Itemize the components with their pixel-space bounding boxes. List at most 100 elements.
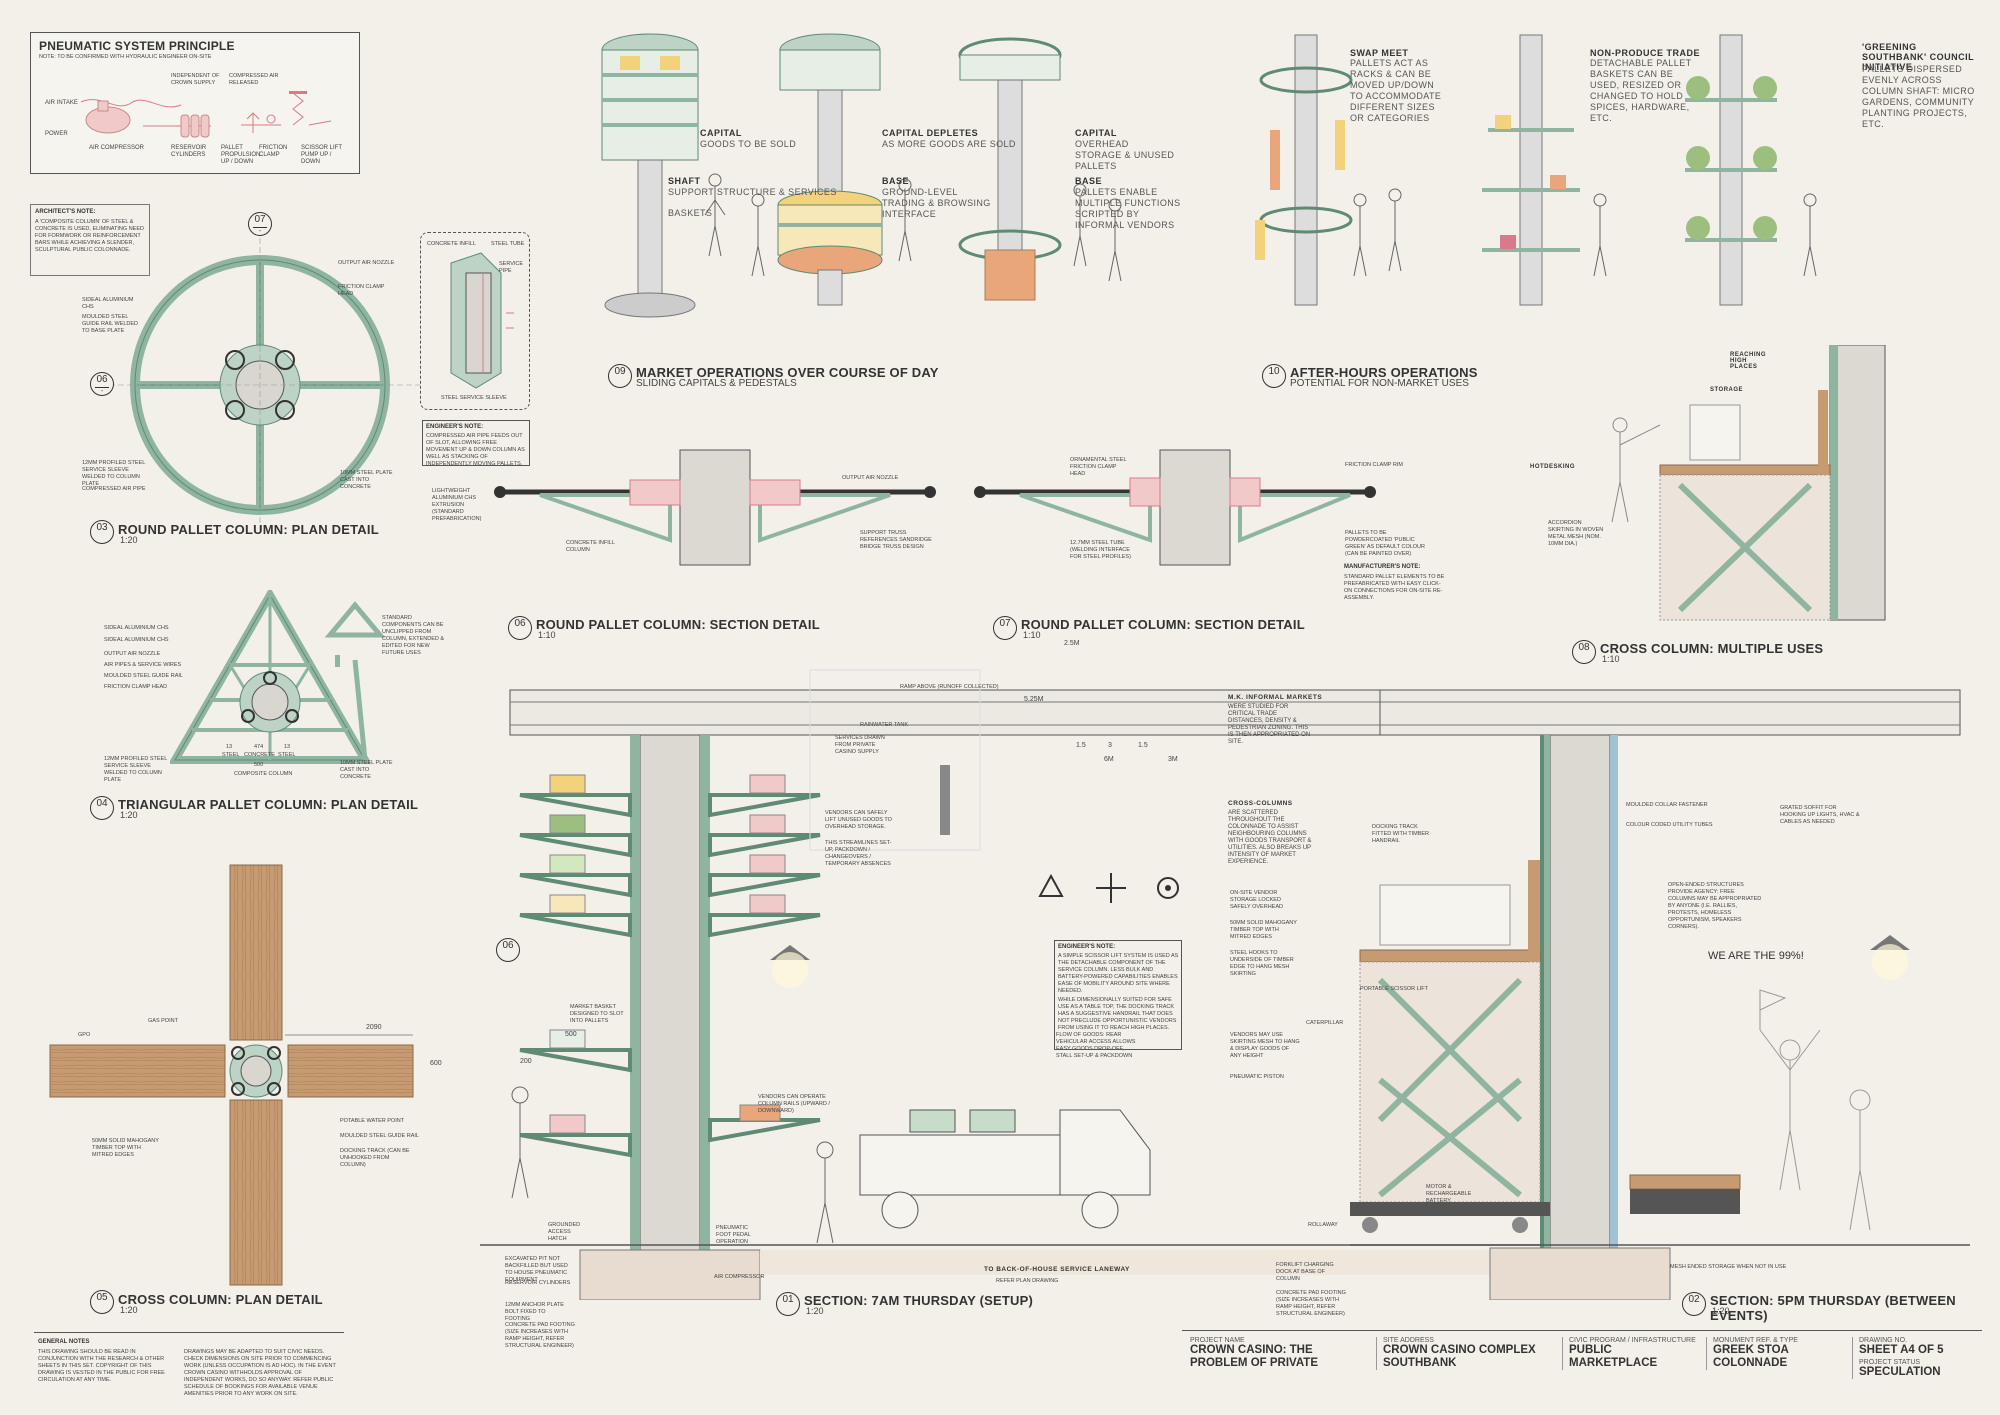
s01-dim-1: 200 bbox=[520, 1058, 532, 1065]
sec07-num: 07 bbox=[993, 616, 1017, 640]
plan04-label-2: OUTPUT AIR NOZZLE bbox=[104, 651, 161, 657]
pneumatic-title: PNEUMATIC SYSTEM PRINCIPLE bbox=[39, 39, 235, 53]
mk-dim-0: 2.5M bbox=[1064, 640, 1080, 647]
tb-cell-2: CIVIC PROGRAM / INFRASTRUCTURE PUBLIC MA… bbox=[1562, 1337, 1709, 1370]
pneumatic-diagram bbox=[80, 91, 332, 138]
plan03-label-6: 10MM STEEL PLATE CAST INTO CONCRETE bbox=[340, 470, 393, 490]
cross-plan-drawing bbox=[49, 864, 414, 1286]
s02-num: 02 bbox=[1682, 1292, 1706, 1316]
pallet-prop-label: PALLET PROPULSION UP / DOWN bbox=[221, 145, 261, 165]
after-hours-illustration bbox=[1255, 34, 1817, 306]
s01-title: SECTION: 7AM THURSDAY (SETUP) bbox=[804, 1293, 1033, 1308]
mk-body: WERE STUDIED FOR CRITICAL TRADE DISTANCE… bbox=[1228, 704, 1311, 745]
s02-label-9: VENDORS MAY USE SKIRTING MESH TO HANG & … bbox=[1230, 1032, 1300, 1059]
m09-basedesc-2: PALLETS ENABLE MULTIPLE FUNCTIONS SCRIPT… bbox=[1075, 187, 1181, 230]
mid-right-label-1: FRICTION CLAMP RIM bbox=[1345, 462, 1403, 468]
air-intake-label: AIR INTAKE bbox=[45, 100, 78, 106]
m09-basedesc-0: SUPPORT STRUCTURE & SERVICES bbox=[668, 187, 837, 197]
m08-label-0: REACHING HIGH PLACES bbox=[1730, 352, 1767, 370]
m09-base-2: BASE bbox=[1075, 176, 1103, 186]
mk-head: M.K. INFORMAL MARKETS bbox=[1228, 694, 1323, 701]
s02-label-7: PORTABLE SCISSOR LIFT bbox=[1360, 986, 1428, 992]
general-notes-head: GENERAL NOTES bbox=[38, 1339, 90, 1345]
mk-cross-body: ARE SCATTERED THROUGHOUT THE COLONNADE T… bbox=[1228, 810, 1312, 865]
a10-sub: POTENTIAL FOR NON-MARKET USES bbox=[1290, 378, 1469, 389]
s02-label-6: STEEL HOOKS TO UNDERSIDE OF TIMBER EDGE … bbox=[1230, 950, 1294, 977]
independent-label: INDEPENDENT OF CROWN SUPPLY bbox=[171, 73, 220, 86]
plan04-dim-0: 13 bbox=[226, 744, 233, 750]
plan05-label-0: GPO bbox=[78, 1032, 91, 1038]
plan03-label-3: MOULDED STEEL GUIDE RAIL WELDED TO BASE … bbox=[82, 314, 139, 334]
s01-label-3: VENDORS CAN SAFELY LIFT UNUSED GOODS TO … bbox=[825, 810, 892, 830]
plan04-scale: 1:20 bbox=[120, 810, 138, 820]
s01-label-10: EXCAVATED PIT NOT BACKFILLED BUT USED TO… bbox=[505, 1256, 568, 1283]
plan04-label-6: 12MM PROFILED STEEL SERVICE SLEEVE WELDE… bbox=[104, 756, 168, 783]
mk-dim-5: 6M bbox=[1104, 756, 1114, 763]
m08-label-3: ACCORDION SKIRTING IN WOVEN METAL MESH (… bbox=[1548, 520, 1604, 547]
title-block: PROJECT NAME CROWN CASINO: THE PROBLEM O… bbox=[1182, 1330, 1982, 1406]
s02-label-5: 50MM SOLID MAHOGANY TIMBER TOP WITH MITR… bbox=[1230, 920, 1297, 940]
mid-left-label-0: LIGHTWEIGHT ALUMINIUM CHS EXTRUSION (STA… bbox=[432, 488, 482, 522]
plan04-num: 04 bbox=[90, 796, 114, 820]
scissor-label: SCISSOR LIFT PUMP UP / DOWN bbox=[301, 145, 342, 165]
mid-right-label-0: ORNAMENTAL STEEL FRICTION CLAMP HEAD bbox=[1070, 457, 1127, 477]
s01-label-15: TO BACK-OF-HOUSE SERVICE LANEWAY bbox=[984, 1266, 1130, 1273]
m09-base-0: SHAFT bbox=[668, 176, 701, 186]
m09-extra-0: BASKETS bbox=[668, 208, 713, 218]
m09-cap-0: CAPITAL bbox=[700, 128, 742, 138]
tb-cell-0: PROJECT NAME CROWN CASINO: THE PROBLEM O… bbox=[1190, 1337, 1370, 1370]
plan04-dimlabel-1: CONCRETE bbox=[244, 752, 275, 758]
general-notes-col1: THIS DRAWING SHOULD BE READ IN CONJUNCTI… bbox=[38, 1349, 165, 1383]
m09-basedesc-1: GROUND-LEVEL TRADING & BROWSING INTERFAC… bbox=[882, 187, 991, 219]
plan05-label-5: 50MM SOLID MAHOGANY TIMBER TOP WITH MITR… bbox=[92, 1138, 159, 1158]
s02-label-14: CONCRETE PAD FOOTING (SIZE INCREASES WIT… bbox=[1276, 1290, 1346, 1317]
s02-label-13: FORKLIFT CHARGING DOCK AT BASE OF COLUMN bbox=[1276, 1262, 1334, 1282]
plan04-label-3: AIR PIPES & SERVICE WIRES bbox=[104, 662, 182, 668]
released-label: COMPRESSED AIR RELEASED bbox=[229, 73, 279, 86]
a10-title-1: NON-PRODUCE TRADE bbox=[1590, 48, 1701, 58]
plan03-label-5: COMPRESSED AIR PIPE bbox=[82, 486, 146, 492]
s02-label-10: PNEUMATIC PISTON bbox=[1230, 1074, 1284, 1080]
s01-label-16: REFER PLAN DRAWING bbox=[996, 1278, 1059, 1284]
engineer-note2-body1: A SIMPLE SCISSOR LIFT SYSTEM IS USED AS … bbox=[1058, 953, 1179, 994]
mid-left-label-3: SUPPORT TRUSS REFERENCES SANDRIDGE BRIDG… bbox=[860, 530, 932, 550]
architect-note-box: ARCHITECT'S NOTE: A 'COMPOSITE COLUMN' O… bbox=[30, 204, 150, 276]
plan05-label-4: DOCKING TRACK (CAN BE UNHOOKED FROM COLU… bbox=[340, 1148, 410, 1168]
s01-label-1: RAINWATER TANK bbox=[860, 722, 909, 728]
architect-note-body: A 'COMPOSITE COLUMN' OF STEEL & CONCRETE… bbox=[35, 219, 144, 253]
m09-cap-2: CAPITAL bbox=[1075, 128, 1117, 138]
mid-left-label-1: CONCRETE INFILL COLUMN bbox=[566, 540, 615, 553]
reservoir-label: RESERVOIR CYLINDERS bbox=[171, 145, 207, 158]
s01-label-4: THIS STREAMLINES SET-UP, PACKDOWN / CHAN… bbox=[825, 840, 892, 867]
m08-title: CROSS COLUMN: MULTIPLE USES bbox=[1600, 641, 1824, 656]
plan03-label-0: OUTPUT AIR NOZZLE bbox=[338, 260, 395, 266]
a10-desc-1: DETACHABLE PALLET BASKETS CAN BE USED, R… bbox=[1590, 58, 1692, 123]
plan04-dimlabel-2: STEEL bbox=[278, 752, 296, 758]
s02-label-16: OPEN-ENDED STRUCTURES PROVIDE AGENCY: FR… bbox=[1668, 882, 1762, 930]
tb-val-4: SHEET A4 OF 5 bbox=[1859, 1344, 1944, 1356]
plan04-label-7: 10MM STEEL PLATE CAST INTO CONCRETE bbox=[340, 760, 393, 780]
plan05-title: CROSS COLUMN: PLAN DETAIL bbox=[118, 1292, 323, 1307]
mk-dim-3: 3 bbox=[1108, 742, 1112, 749]
a10-title-2: 'GREENING SOUTHBANK' COUNCIL INITIATIVE bbox=[1862, 42, 1974, 72]
general-notes-col2: DRAWINGS MAY BE ADAPTED TO SUIT CIVIC NE… bbox=[184, 1349, 336, 1397]
callout-07-top: 07- bbox=[248, 212, 272, 236]
s01-label-6: VENDORS CAN OPERATE COLUMN RAILS (UPWARD… bbox=[758, 1094, 830, 1114]
general-notes-box: GENERAL NOTES THIS DRAWING SHOULD BE REA… bbox=[34, 1332, 344, 1404]
s01-label-14: CONCRETE PAD FOOTING (SIZE INCREASES WIT… bbox=[505, 1322, 575, 1349]
plan04-dim-2: 13 bbox=[284, 744, 291, 750]
callout-06-left: 06- bbox=[90, 372, 114, 396]
m08-scale: 1:10 bbox=[1602, 654, 1620, 664]
mk-dim-2: 1.5 bbox=[1076, 742, 1086, 749]
detail-label-0: CONCRETE INFILL bbox=[427, 241, 476, 247]
plan04-dim-1: 474 bbox=[254, 744, 264, 750]
plan03-label-2: SIDEAL ALUMINIUM CHS bbox=[82, 297, 134, 310]
power-label: POWER bbox=[45, 131, 68, 137]
pneumatic-note: NOTE: TO BE CONFIRMED WITH HYDRAULIC ENG… bbox=[39, 54, 212, 60]
plan04-label-8: STANDARD COMPONENTS CAN BE UNCLIPPED FRO… bbox=[382, 615, 445, 656]
plan03-num: 03 bbox=[90, 520, 114, 544]
plan05-label-1: GAS POINT bbox=[148, 1018, 178, 1024]
plan04-label-4: MOULDED STEEL GUIDE RAIL bbox=[104, 673, 183, 679]
s02-label-8: CATERPILLAR bbox=[1306, 1020, 1344, 1026]
